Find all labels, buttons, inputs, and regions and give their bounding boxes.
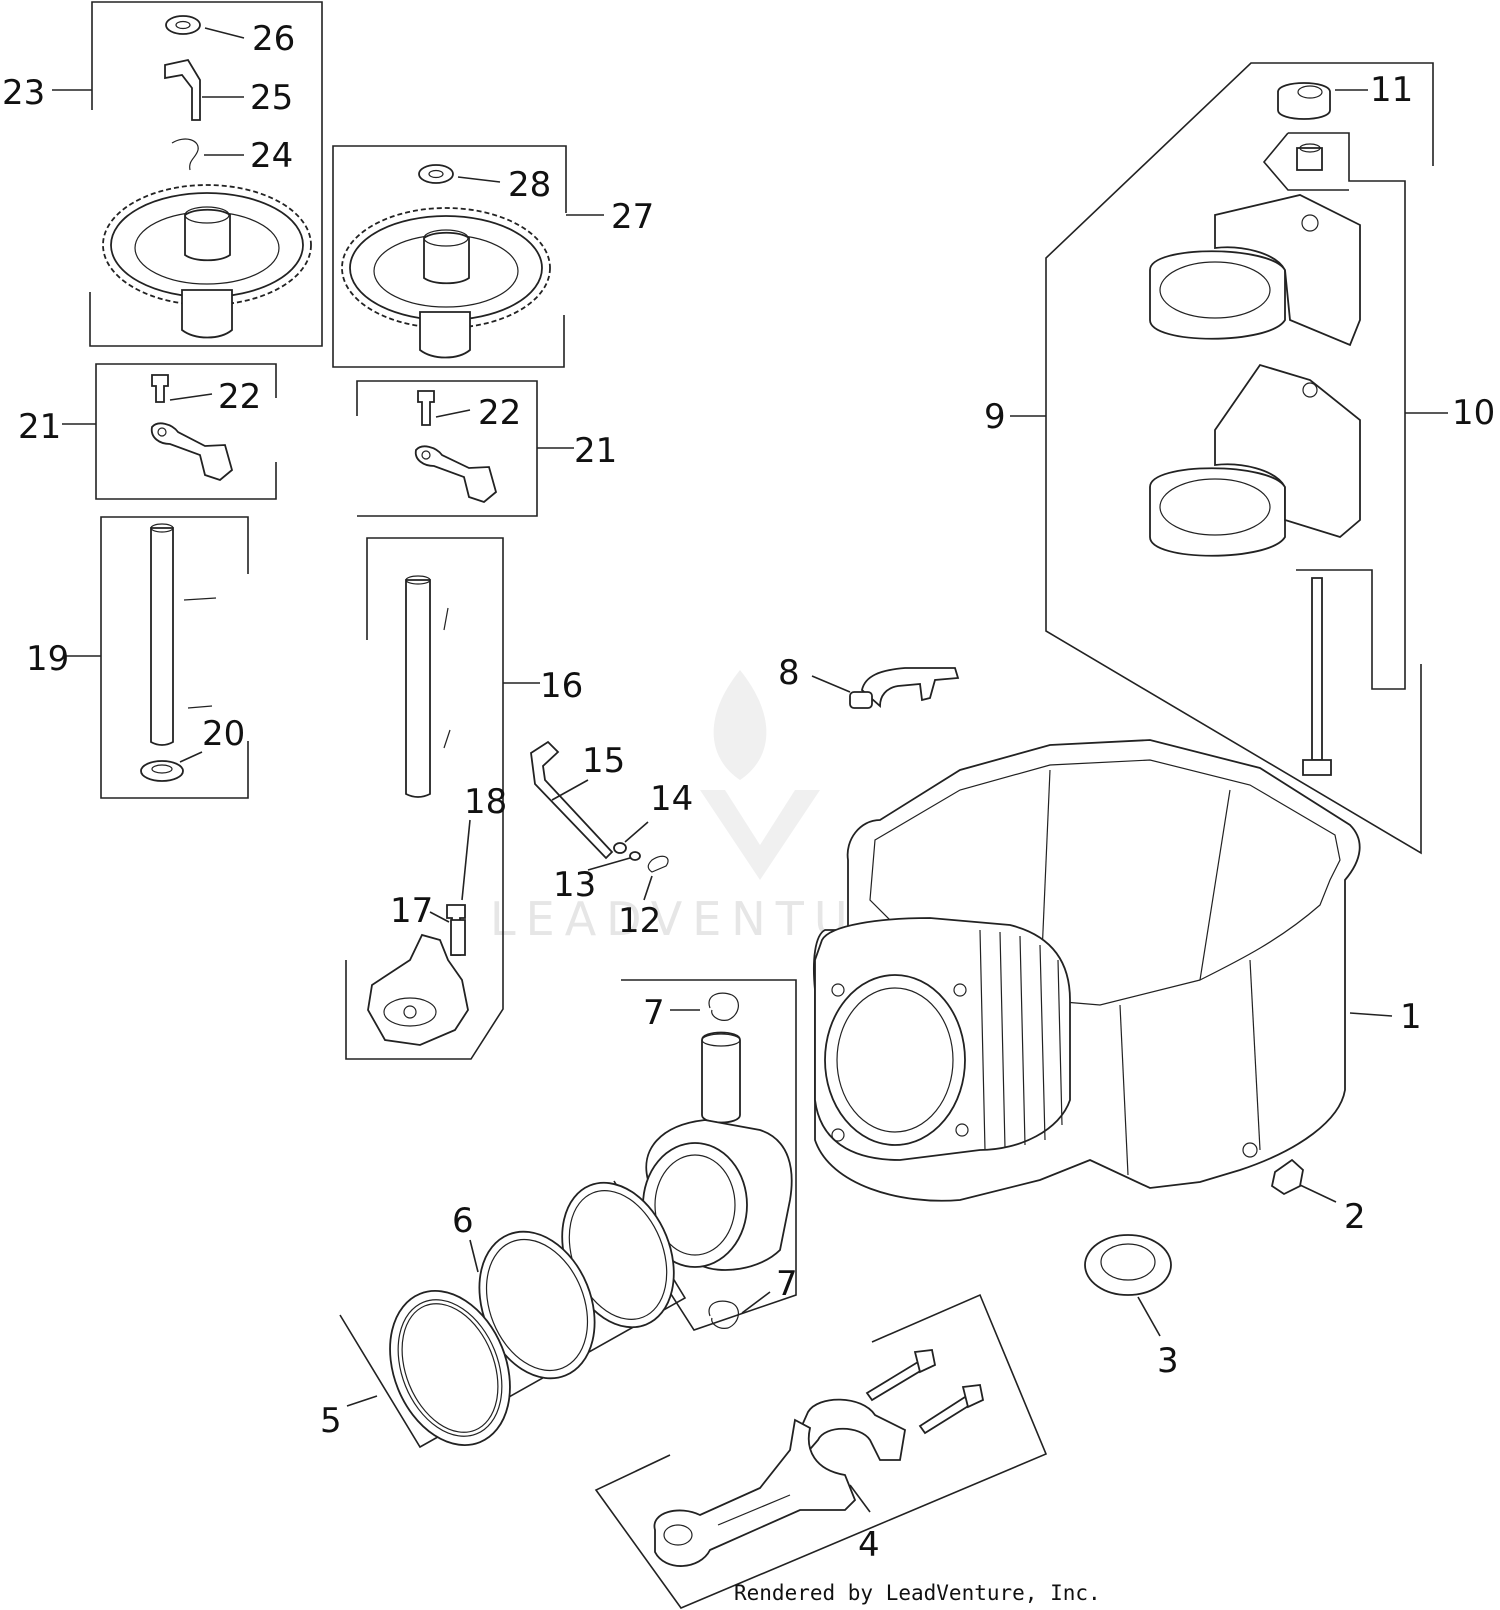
part-6-ring-middle (478, 1230, 596, 1380)
part-19-shaft (150, 523, 217, 746)
callout-6: 6 (452, 1201, 474, 1241)
callout-7-upper: 7 (643, 993, 665, 1033)
callout-21-left: 21 (18, 407, 61, 447)
part-10-bolt (1302, 577, 1332, 776)
part-21-right-lever (414, 445, 498, 504)
callout-23: 23 (2, 73, 45, 113)
part-11-cap (1277, 82, 1368, 120)
part-27-gear (341, 207, 551, 359)
part-22-right-screw (417, 390, 471, 426)
watermark-logo (700, 670, 820, 880)
group-21-left-bracket (62, 363, 277, 500)
callout-8: 8 (778, 653, 800, 693)
callout-21-right: 21 (574, 431, 617, 471)
callout-13: 13 (553, 865, 596, 905)
group-4-bracket (594, 1293, 1048, 1609)
callout-17: 17 (390, 891, 433, 931)
part-7-circlip-lower (708, 1291, 771, 1329)
part-24-clip (171, 138, 244, 171)
callout-12: 12 (618, 901, 661, 941)
part-20-seal (140, 751, 203, 782)
group-16-bracket (345, 537, 540, 1060)
callout-3: 3 (1157, 1341, 1179, 1381)
callout-14: 14 (650, 779, 693, 819)
part-1-crankcase (812, 739, 1361, 1202)
part-2-plug (1270, 1158, 1337, 1203)
part-8-fitting (811, 667, 960, 709)
callout-7-lower: 7 (776, 1264, 798, 1304)
group-10-bracket (1262, 132, 1448, 690)
part-12-clip (643, 855, 669, 901)
part-16-oil-pump (367, 933, 469, 1046)
part-16-shaft (405, 575, 451, 798)
part-25-governor-cross-arm (164, 58, 244, 121)
callout-20: 20 (202, 714, 245, 754)
callout-22-left: 22 (218, 377, 261, 417)
part-23-gear (102, 184, 312, 339)
part-10-balancer-lower (1149, 363, 1361, 557)
callout-5: 5 (320, 1401, 342, 1441)
part-26-washer (165, 15, 245, 39)
part-17-pin (429, 911, 466, 956)
callout-28: 28 (508, 165, 551, 205)
callout-16: 16 (540, 666, 583, 706)
callout-24: 24 (250, 136, 293, 176)
callout-10: 10 (1452, 393, 1495, 433)
part-7-piston (642, 1119, 793, 1271)
part-22-left-screw (151, 374, 213, 403)
part-1-leader (1349, 1012, 1393, 1017)
part-3-oil-seal (1084, 1234, 1172, 1337)
callout-19: 19 (26, 639, 69, 679)
part-10-nut (1296, 143, 1323, 171)
part-4-bolt-lower (918, 1384, 985, 1435)
part-21-left-lever (150, 422, 234, 482)
part-4-bolt-upper (865, 1349, 937, 1402)
group-21-right-bracket (356, 380, 574, 517)
callout-4: 4 (858, 1525, 880, 1565)
callout-26: 26 (252, 19, 295, 59)
part-7-circlip-upper (670, 992, 739, 1021)
part-14-washer (613, 821, 649, 854)
callout-9: 9 (984, 397, 1006, 437)
callout-1: 1 (1400, 997, 1422, 1037)
group-27-bracket (332, 145, 604, 368)
callout-22-right: 22 (478, 393, 521, 433)
callout-15: 15 (582, 741, 625, 781)
group-23-bracket (52, 1, 323, 347)
group-19-bracket (64, 516, 249, 799)
callout-25: 25 (250, 78, 293, 118)
callout-27: 27 (611, 197, 654, 237)
footer-credit: Rendered by LeadVenture, Inc. (734, 1581, 1101, 1605)
callout-11: 11 (1370, 70, 1413, 110)
part-15-tube (530, 740, 614, 860)
part-4-rod-cap (799, 1398, 906, 1461)
part-7-piston-pin (701, 1031, 741, 1124)
callout-18: 18 (464, 782, 507, 822)
part-10-balancer-upper (1149, 194, 1361, 347)
part-4-connecting-rod (653, 1418, 857, 1567)
group-9-bracket (1010, 62, 1434, 855)
part-5-ring-oil (346, 1290, 511, 1446)
part-13-washer (587, 851, 641, 871)
part-28-washer (418, 164, 501, 184)
callout-2: 2 (1344, 1197, 1366, 1237)
